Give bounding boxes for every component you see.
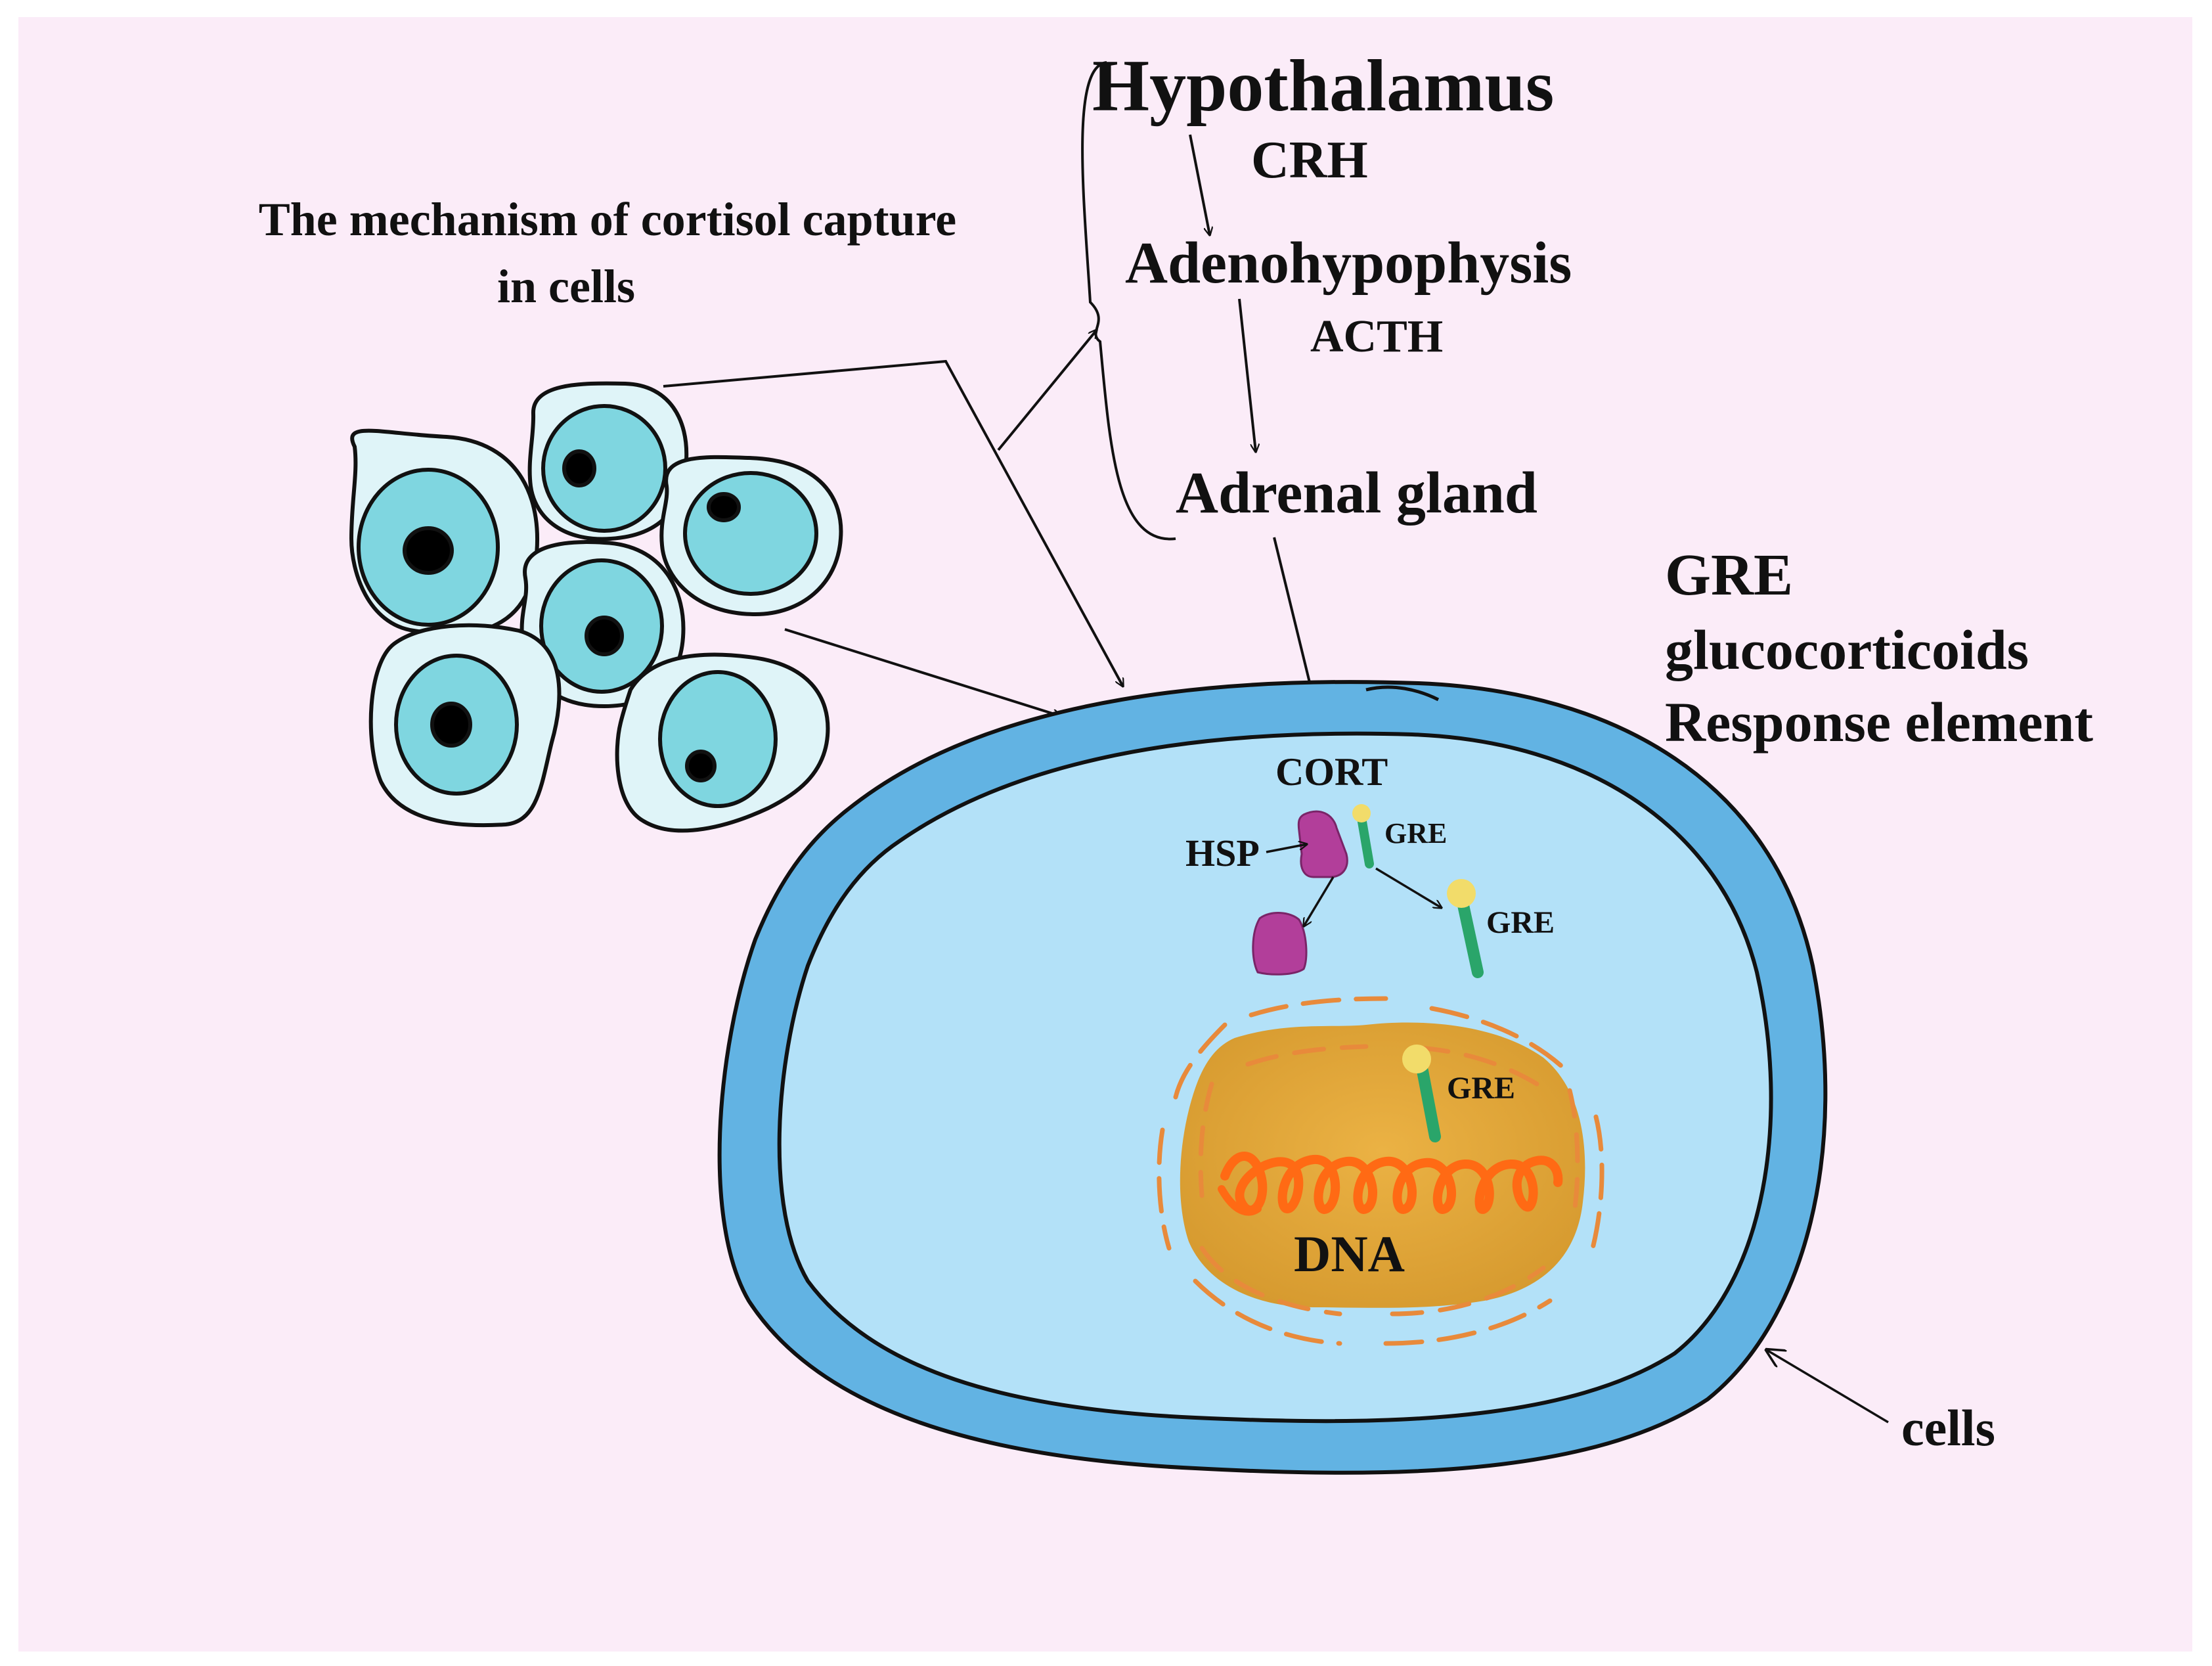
arrow-hsp (1266, 844, 1307, 853)
molecules (1252, 804, 1484, 1142)
tissue-cell-nucleus (707, 492, 741, 522)
label-crh: CRH (1251, 131, 1368, 189)
arrow-cluster-to-cell-top (663, 359, 1123, 687)
label-gre-def1: glucocorticoids (1665, 618, 2029, 681)
receptor-stem-nucleus (1417, 1065, 1441, 1142)
label-gre-small: GRE (1384, 817, 1447, 849)
receptor-head-small (1352, 804, 1371, 822)
tissue-cell-cluster (349, 381, 843, 833)
receptor-stem-free (1457, 899, 1484, 978)
nuclear-envelope (1157, 996, 1604, 1346)
bracket (1081, 61, 1176, 541)
hsp-released (1252, 912, 1308, 976)
label-gre-free: GRE (1486, 905, 1555, 940)
tissue-cell-nucleus (585, 616, 624, 656)
label-cells: cells (1901, 1399, 1995, 1456)
tissue-cell (520, 540, 686, 709)
tissue-cell-nucleus (430, 702, 472, 748)
cell-arrows (1266, 844, 1889, 1424)
label-gre-def2: Response element (1665, 690, 2093, 754)
label-acth: ACTH (1310, 311, 1443, 362)
dna-helix (1220, 1152, 1563, 1215)
arrow-cells-label (1767, 1350, 1889, 1424)
tissue-cell (349, 428, 539, 636)
tissue-cell (527, 381, 689, 541)
label-adenohypophysis: Adenohypophysis (1125, 231, 1572, 296)
labels: The mechanism of cortisol capture in cel… (259, 45, 2094, 1456)
label-cort: CORT (1275, 750, 1388, 794)
receptor-head-nucleus (1402, 1045, 1431, 1073)
tissue-cell-nucleus (685, 750, 717, 782)
receptor-stem-small (1357, 813, 1374, 868)
arrow-hsp-release (1304, 876, 1335, 926)
caption-line2: in cells (497, 260, 635, 313)
label-gre-nucleus: GRE (1447, 1071, 1515, 1106)
hsp-bound (1297, 810, 1348, 878)
arrow-adeno-to-adrenal (1238, 298, 1256, 452)
caption-line1: The mechanism of cortisol capture (259, 193, 957, 246)
tissue-cell (659, 455, 843, 617)
arrow-cluster-to-cell-side (784, 628, 1061, 716)
arrow-cluster-to-axis (997, 330, 1097, 451)
tissue-cell-nucleus (562, 449, 596, 487)
arrow-receptor-release (1375, 867, 1442, 908)
tissue-cell-nucleus (403, 526, 454, 575)
nucleus (1157, 996, 1604, 1346)
tissue-cell (615, 652, 830, 833)
label-adrenal-gland: Adrenal gland (1176, 461, 1537, 526)
membrane-mark (1365, 685, 1440, 702)
label-dna: DNA (1294, 1225, 1405, 1282)
label-hsp: HSP (1185, 832, 1260, 874)
receptor-head-free (1447, 879, 1476, 908)
tissue-cell (368, 623, 562, 828)
arrow-hypothalamus-to-adeno (1189, 134, 1210, 235)
label-gre-title: GRE (1665, 543, 1793, 608)
label-hypothalamus: Hypothalamus (1092, 45, 1554, 127)
